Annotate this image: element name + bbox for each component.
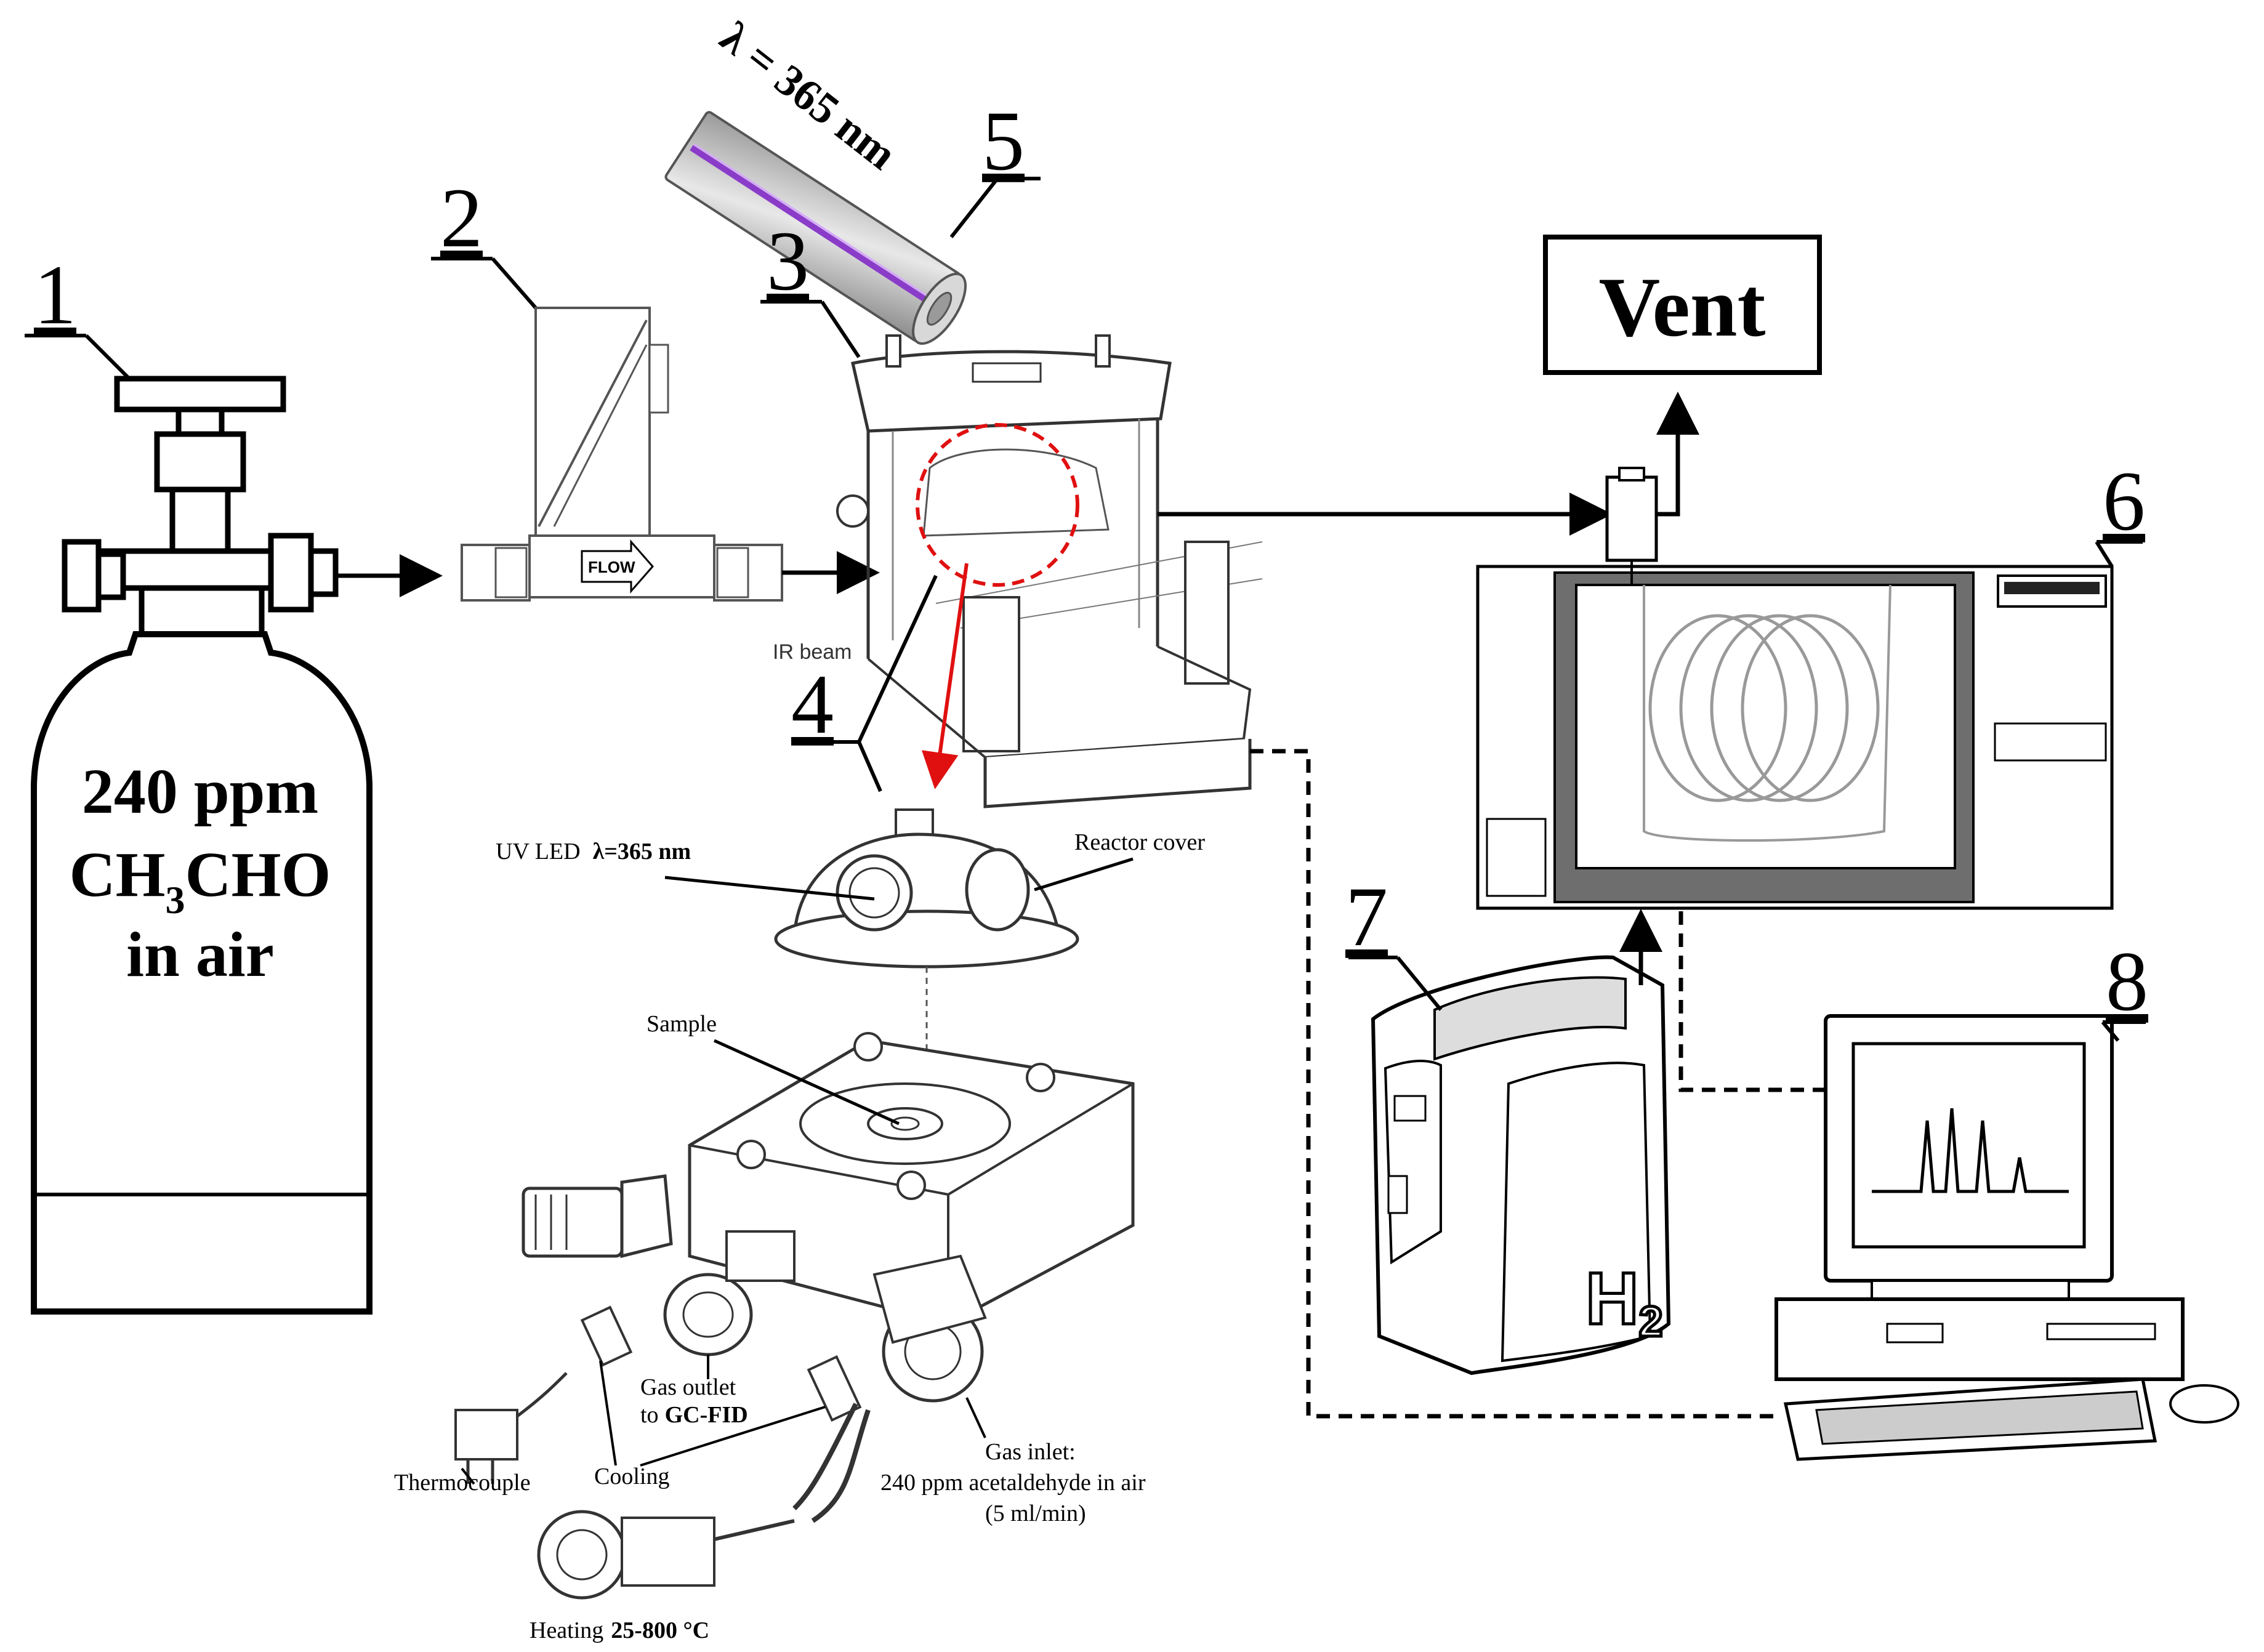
- label-8: 8: [2106, 934, 2148, 1028]
- label-5: 5: [982, 94, 1025, 188]
- label-2: 2: [440, 171, 483, 265]
- gas-inlet-label-1: Gas inlet:: [985, 1439, 1076, 1465]
- reactor-cover-label: Reactor cover: [1074, 829, 1205, 855]
- cylinder-line-3: in air: [126, 919, 274, 990]
- sample-highlight-circle: [916, 423, 1079, 587]
- gas-inlet-label-2: 240 ppm acetaldehyde in air: [880, 1470, 1146, 1496]
- label-4: 4: [791, 657, 834, 751]
- cylinder-line-2: CH3CHO: [70, 839, 331, 922]
- gas-inlet-label-3: (5 ml/min): [985, 1501, 1086, 1526]
- label-1: 1: [34, 248, 76, 342]
- signal-line-gc-pc: [1678, 911, 1826, 1092]
- cooling-label: Cooling: [594, 1464, 669, 1489]
- vent-box: Vent: [1543, 235, 1822, 375]
- ir-beam-label: IR beam: [773, 640, 852, 664]
- gc-fid: 6: [1476, 454, 2145, 910]
- hydrogen-generator: H2 7: [1345, 869, 1671, 1376]
- sample-label: Sample: [647, 1011, 717, 1037]
- signal-line-chamber: [1250, 749, 1779, 1419]
- vent-arrow: [1656, 392, 1699, 517]
- cylinder-line-1: 240 ppm: [82, 756, 318, 827]
- label-3: 3: [767, 214, 809, 308]
- label-7: 7: [1345, 869, 1388, 964]
- h2-mark: H2: [1585, 1257, 1663, 1345]
- vent-label: Vent: [1599, 260, 1766, 354]
- zoom-arrow: [921, 563, 969, 789]
- computer: 8: [1775, 934, 2239, 1461]
- gas-cylinder: 1 240 ppm CH3CHO in air: [25, 248, 373, 1315]
- thermocouple-label: Thermocouple: [394, 1470, 531, 1496]
- drifts-chamber: 3 IR beam: [760, 214, 1263, 808]
- uv-lamp: λ = 365 nm 5: [664, 12, 1041, 345]
- label-6: 6: [2103, 454, 2145, 548]
- gas-outlet-label-1: Gas outlet: [640, 1374, 736, 1400]
- label-4-group: 4: [791, 574, 938, 792]
- flow-label: FLOW: [588, 558, 635, 576]
- mass-flow-controller: FLOW 2: [431, 171, 783, 602]
